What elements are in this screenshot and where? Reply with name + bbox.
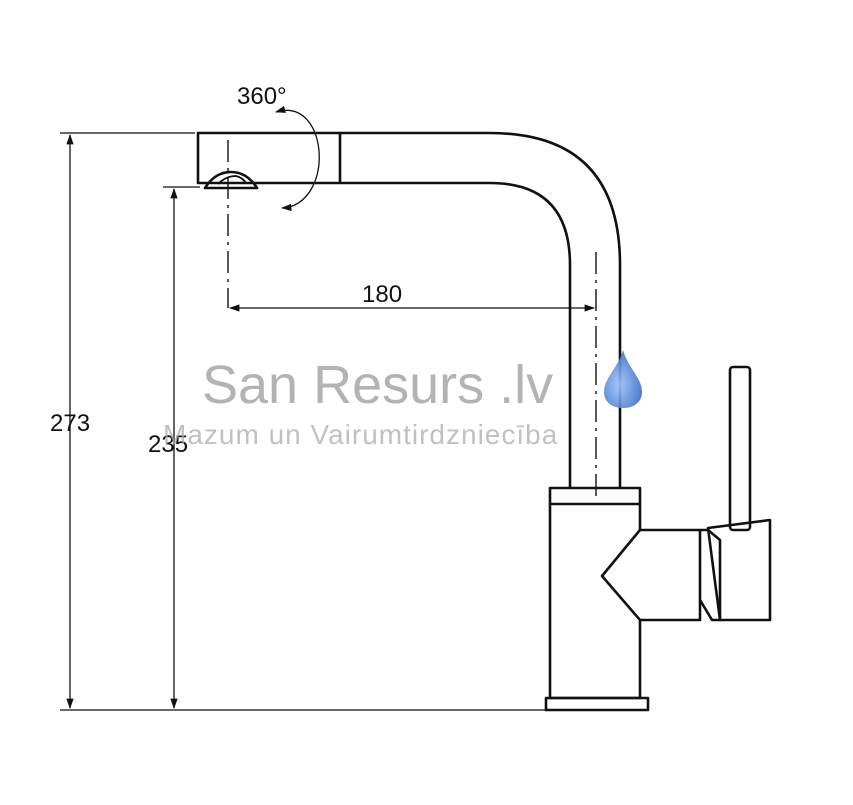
rotation-arrow	[275, 105, 320, 212]
watermark-tagline: Mazum un Vairumtirdzniecība	[163, 419, 558, 450]
water-drop-icon	[604, 350, 642, 408]
center-lines	[227, 140, 597, 500]
rotation-label: 360°	[237, 83, 287, 110]
lever-joint	[600, 528, 702, 622]
spout-reach-label: 180	[362, 281, 402, 308]
spout-arm	[340, 131, 622, 488]
lever-handle	[728, 365, 752, 532]
lever-housing	[706, 518, 772, 622]
total-height-label: 273	[50, 410, 90, 437]
spout-arm-inner	[340, 181, 572, 488]
spout-height-label: 235	[148, 431, 188, 458]
body-collar	[548, 486, 642, 506]
dimension-lines	[60, 105, 596, 711]
watermark-brand: San Resurs .lv	[202, 355, 553, 415]
faucet-base	[544, 696, 650, 712]
watermark: San Resurs .lv Mazum un Vairumtirdzniecī…	[163, 350, 642, 450]
faucet-body	[548, 504, 642, 700]
faucet-outline	[196, 131, 772, 712]
aerator	[203, 170, 259, 190]
